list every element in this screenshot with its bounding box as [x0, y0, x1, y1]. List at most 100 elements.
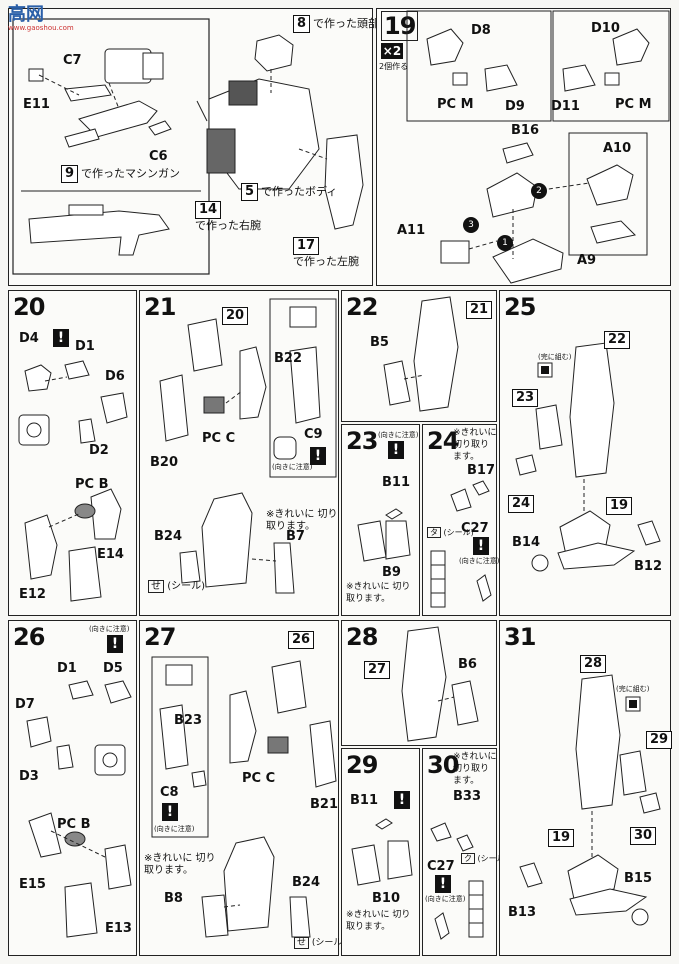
step-number-29: 29: [346, 751, 378, 779]
part-label-b9: B9: [382, 565, 401, 580]
part-label-b17: B17: [467, 463, 495, 478]
ref-label-24: 24: [508, 495, 537, 513]
panel-step-29: 29 ! B11 B10 ※きれいに 切り取ります。: [341, 748, 420, 956]
step-number-22: 22: [346, 293, 378, 321]
part-label-d4: D4: [19, 331, 39, 346]
panel-step-31: 31 (完に組む) 28 29 19 30 B13 B15: [499, 620, 673, 956]
panel-step-21: 21 20 B22 C9 ! (向きに注意) PC C B20 B24 B7 ※…: [139, 290, 339, 616]
step-number-27: 27: [144, 623, 176, 651]
part-label-b21: B21: [310, 797, 338, 812]
step-number-30: 30: [427, 751, 459, 779]
sticker-label: せ (シール): [148, 580, 205, 593]
caution-icon: !: [388, 441, 404, 459]
part-label-c27: C27: [461, 521, 489, 536]
panel-step-30: 30 ※きれいに 切り取ります。 B33 C27 ! (向きに注意) ク (シー…: [422, 748, 508, 956]
sticker-label: ク (シール): [461, 853, 508, 865]
step-29-illustration: [351, 818, 413, 886]
ref-label-22: 22: [604, 331, 633, 349]
sticker-label: せ (シール): [294, 937, 346, 949]
part-label-c7: C7: [63, 53, 82, 68]
part-label-e14: E14: [97, 547, 124, 562]
panel-step-25: 25 (完に組む) 22 23 24 19 B14 B12: [499, 290, 671, 616]
step-number-24: 24: [427, 427, 459, 455]
part-label-b12: B12: [634, 559, 662, 574]
part-label-b8: B8: [164, 891, 183, 906]
part-label-pcc: PC C: [242, 771, 276, 786]
cut-cleanly-note: ※きれいに 切り取ります。: [144, 853, 216, 876]
caution-icon: !: [435, 875, 451, 893]
part-label-b20: B20: [150, 455, 178, 470]
caution-icon: !: [53, 329, 69, 347]
orientation-note: (向きに注意): [272, 463, 313, 471]
part-label-d9: D9: [505, 99, 525, 114]
orientation-note: (向きに注意): [89, 625, 130, 633]
ref-label-29: 29: [646, 731, 675, 749]
part-label-d10: D10: [591, 21, 620, 36]
part-label-pcc: PC C: [202, 431, 236, 446]
order-marker-2: 2: [531, 183, 547, 199]
part-label-a9: A9: [577, 253, 597, 268]
step-18-illustration: [12, 18, 364, 275]
part-label-b22: B22: [274, 351, 302, 366]
assembly-note: (完に組む): [616, 685, 650, 693]
ref-label-23: 23: [512, 389, 541, 407]
panel-step-27: 27 26 B23 C8 ! (向きに注意) PC C B21 ※きれいに 切り…: [139, 620, 346, 956]
step-20-illustration: [18, 360, 128, 602]
part-label-d2: D2: [89, 443, 109, 458]
part-label-c8: C8: [160, 785, 179, 800]
step-22-illustration: [383, 296, 459, 412]
ref-label-30: 30: [630, 827, 659, 845]
orientation-note: (向きに注意): [154, 825, 195, 833]
ref-label-19: 19: [606, 497, 635, 515]
part-label-b15: B15: [624, 871, 652, 886]
step-21-illustration: [159, 298, 337, 594]
caution-icon: !: [107, 635, 123, 653]
part-label-b24: B24: [154, 529, 182, 544]
ref-label-19: 19: [548, 829, 577, 847]
part-label-d1: D1: [57, 661, 77, 676]
part-label-d1: D1: [75, 339, 95, 354]
part-label-b6: B6: [458, 657, 477, 672]
order-marker-1: 1: [497, 235, 513, 251]
sticker-label: タ (シール): [427, 527, 474, 539]
part-label-c27: C27: [427, 859, 455, 874]
part-label-e13: E13: [105, 921, 132, 936]
part-label-b13: B13: [508, 905, 536, 920]
panel-step-19: 19 ×2 2個作る D8 D10 PC M D9 D11 PC: [376, 8, 671, 286]
step-number-23: 23: [346, 427, 378, 455]
ref-label-21: 21: [466, 301, 495, 319]
part-label-b33: B33: [453, 789, 481, 804]
step-31-illustration: [519, 674, 661, 926]
part-label-e12: E12: [19, 587, 46, 602]
step-number-28: 28: [346, 623, 378, 651]
step-25-illustration: [515, 342, 661, 572]
part-label-b14: B14: [512, 535, 540, 550]
part-label-d11: D11: [551, 99, 580, 114]
panel-step-20: 20 D4 ! D1 D6 D2 PC B E14 E12: [8, 290, 137, 616]
part-label-a10: A10: [603, 141, 632, 156]
part-label-pcb: PC B: [75, 477, 109, 492]
part-label-b16: B16: [511, 123, 539, 138]
order-marker-3: 3: [463, 217, 479, 233]
cut-cleanly-note: ※きれいに 切り取ります。: [266, 509, 338, 532]
part-label-e11: E11: [23, 97, 50, 112]
cut-cleanly-note: ※きれいに 切り取ります。: [453, 428, 497, 462]
part-label-d3: D3: [19, 769, 39, 784]
part-label-pcb: PC B: [57, 817, 91, 832]
step-24-illustration: [430, 480, 492, 608]
part-label-pcm-left: PC M: [437, 97, 474, 112]
step-number-20: 20: [13, 293, 45, 321]
part-label-b11: B11: [350, 793, 378, 808]
part-label-b11: B11: [382, 475, 410, 490]
step-30-illustration: [430, 822, 484, 940]
panel-step-26: 26 (向きに注意) ! D1 D5 D7 D3 PC B E15 E13: [8, 620, 137, 956]
caution-icon: !: [310, 447, 326, 465]
part-label-b7: B7: [286, 529, 305, 544]
orientation-note: (向きに注意): [425, 895, 466, 903]
step-26-illustration: [26, 680, 132, 938]
part-label-d8: D8: [471, 23, 491, 38]
step-number-31: 31: [504, 623, 536, 651]
